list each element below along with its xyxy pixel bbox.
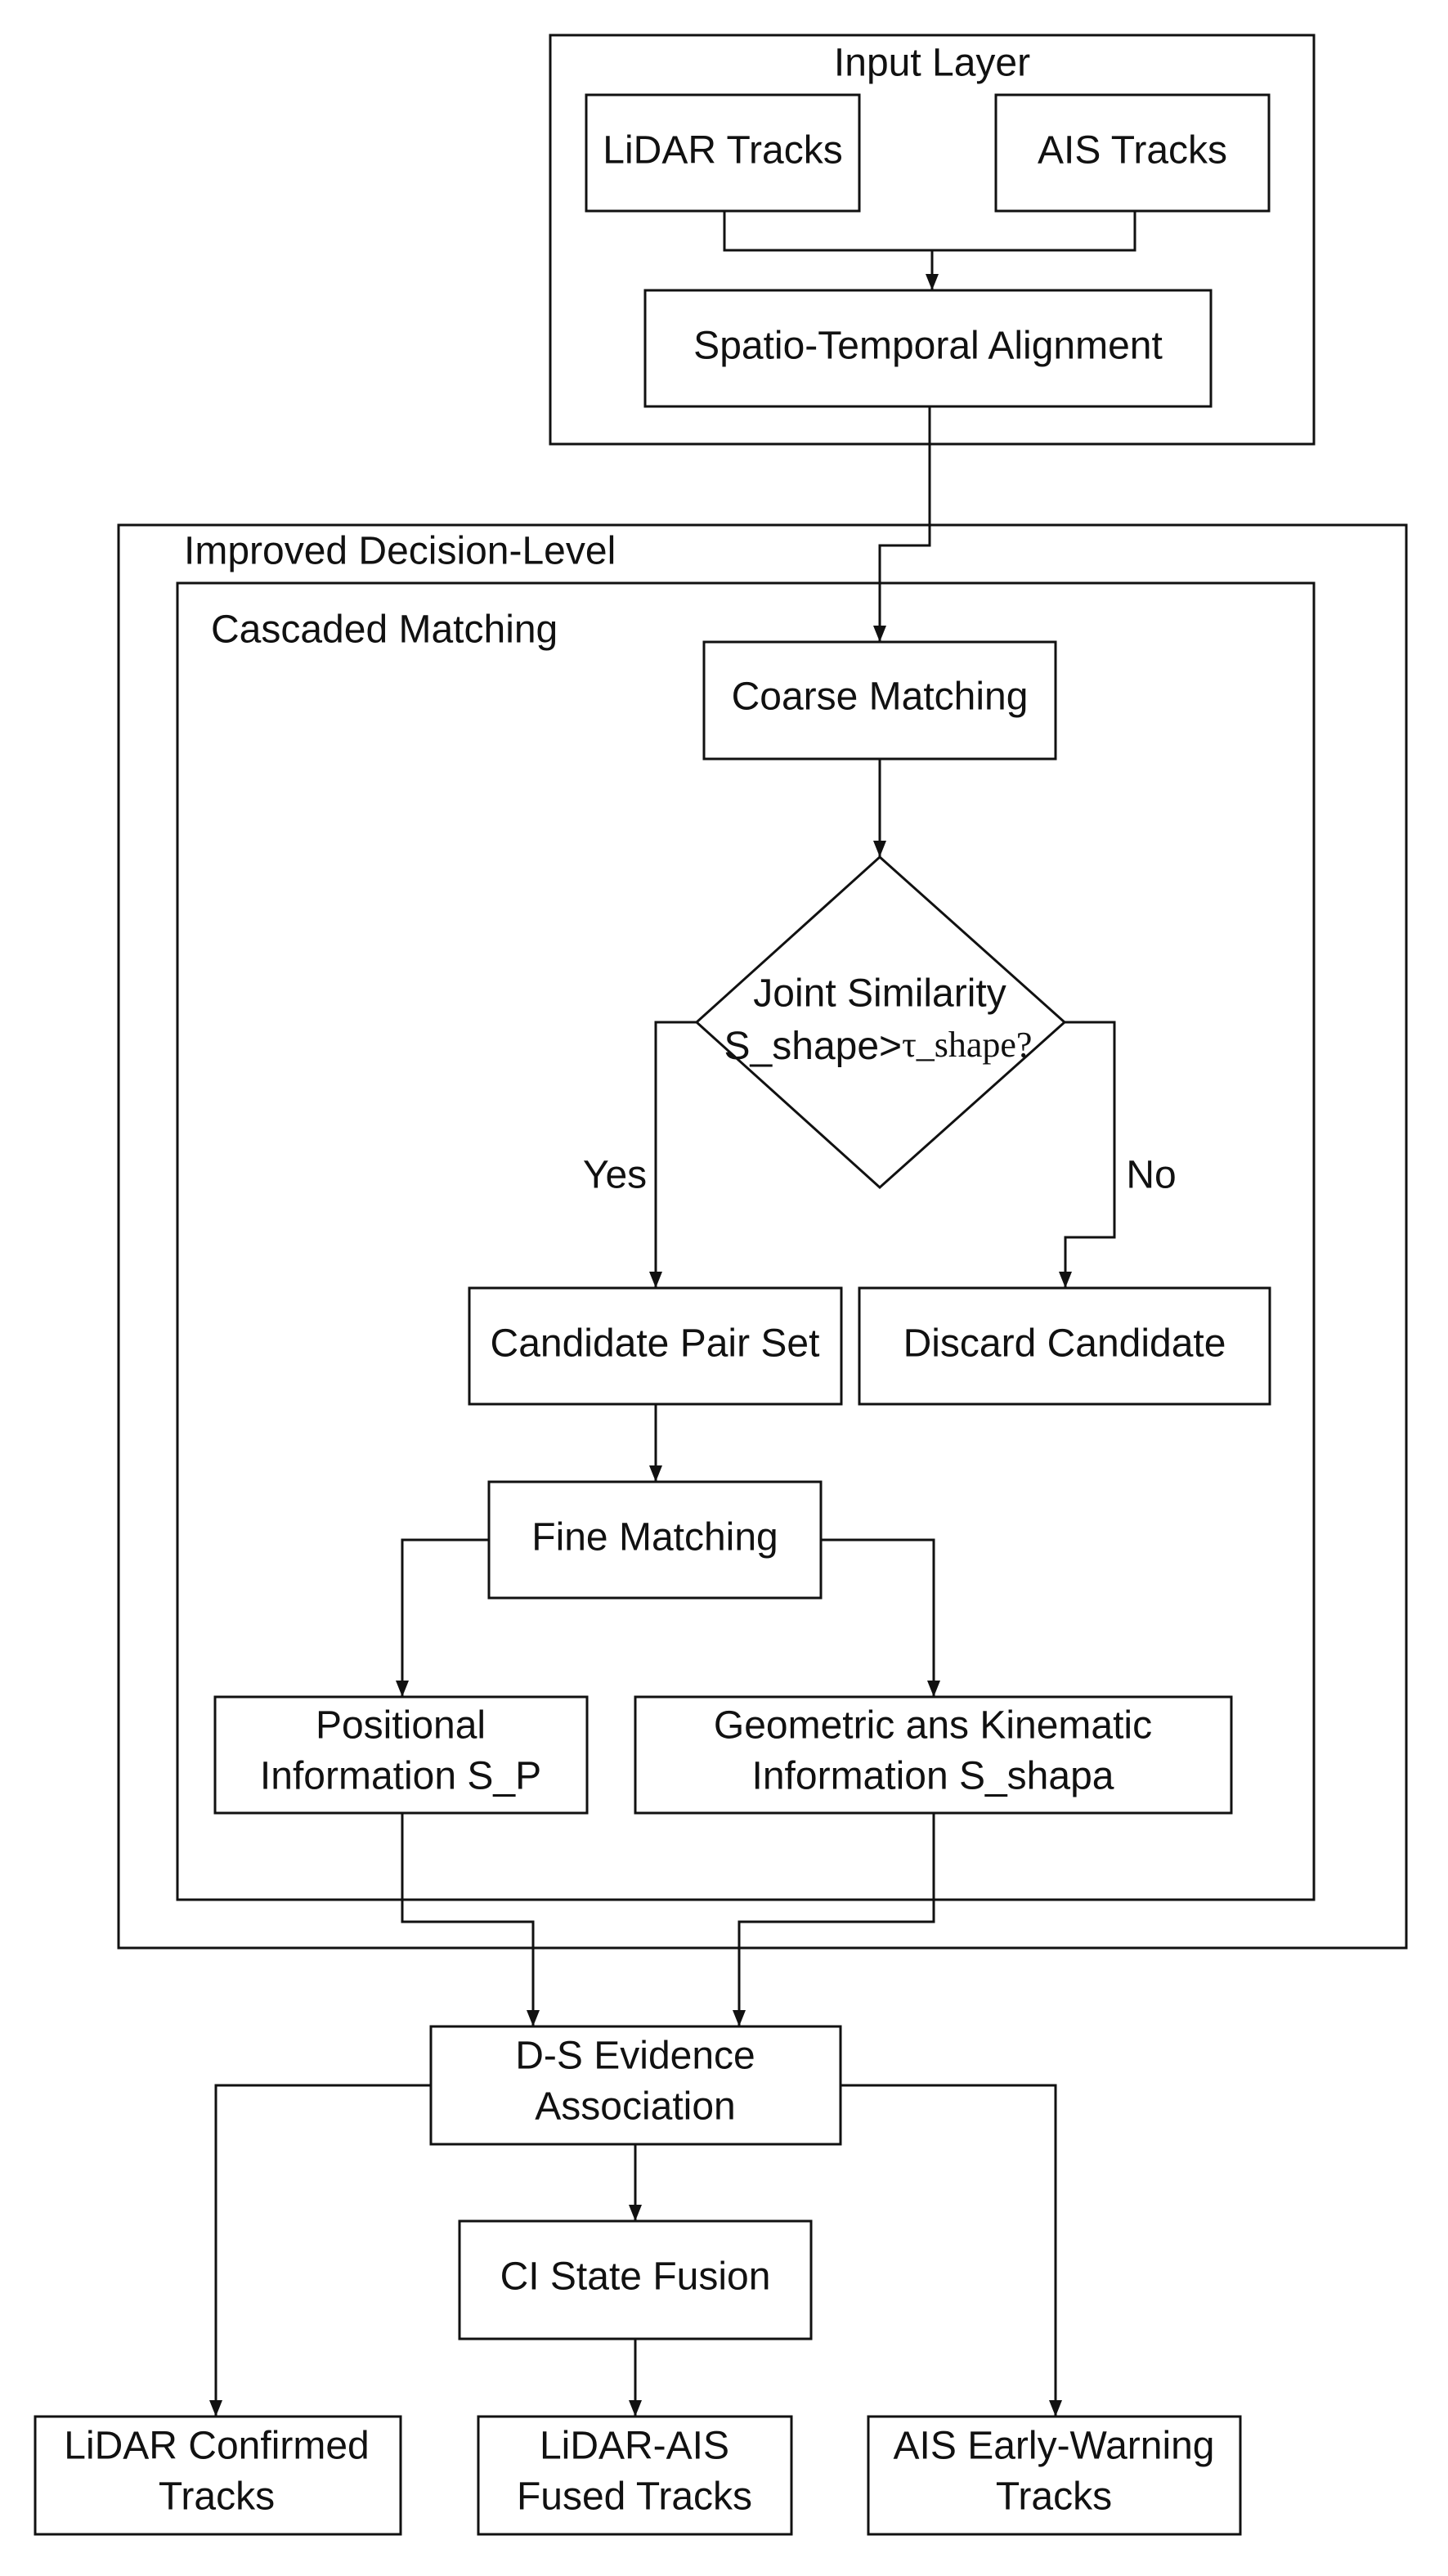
node-lidar-confirmed-line2: Tracks bbox=[159, 2475, 275, 2519]
node-lidar-confirmed-tracks[interactable]: LiDAR Confirmed Tracks bbox=[34, 2415, 402, 2536]
node-decision-condition: S_shape> bbox=[724, 1025, 903, 1068]
node-positional-line2: Information S_P bbox=[260, 1755, 541, 1798]
edge-ds-to-lidar-confirmed bbox=[209, 2084, 431, 2417]
node-ds-line1: D-S Evidence bbox=[515, 2035, 755, 2078]
edge-decision-no bbox=[1059, 1021, 1116, 1288]
node-geometric-kinematic-information[interactable]: Geometric ans Kinematic Information S_sh… bbox=[634, 1695, 1233, 1815]
node-ais-early-warning-line2: Tracks bbox=[996, 2475, 1112, 2519]
edge-alignment-to-coarse bbox=[873, 406, 931, 642]
node-fine-matching[interactable]: Fine Matching bbox=[487, 1480, 823, 1600]
node-spatio-temporal-alignment[interactable]: Spatio-Temporal Alignment bbox=[643, 289, 1213, 408]
node-candidate-pair-set-label: Candidate Pair Set bbox=[491, 1322, 820, 1366]
input-layer-title: Input Layer bbox=[834, 42, 1030, 85]
node-ais-early-warning-tracks[interactable]: AIS Early-Warning Tracks bbox=[867, 2415, 1242, 2536]
edge-positional-to-ds bbox=[401, 1813, 540, 2026]
node-lidar-ais-fused-line1: LiDAR-AIS bbox=[540, 2425, 729, 2468]
node-spatio-temporal-alignment-label: Spatio-Temporal Alignment bbox=[693, 325, 1163, 368]
cascaded-matching-title: Cascaded Matching bbox=[211, 608, 558, 652]
node-geometric-line1: Geometric ans Kinematic bbox=[714, 1704, 1152, 1748]
cascaded-matching-group: Cascaded Matching bbox=[176, 581, 1316, 1901]
node-geometric-line2: Information S_shapa bbox=[752, 1755, 1114, 1798]
input-layer-group: Input Layer bbox=[549, 34, 1316, 446]
edge-label-yes: Yes bbox=[583, 1154, 647, 1197]
node-ais-early-warning-line1: AIS Early-Warning bbox=[894, 2425, 1215, 2468]
edge-ais-to-alignment bbox=[932, 211, 1136, 252]
node-lidar-ais-fused-tracks[interactable]: LiDAR-AIS Fused Tracks bbox=[477, 2415, 793, 2536]
node-decision-line2: S_shape>τ_shape? bbox=[724, 1025, 1033, 1068]
edges bbox=[209, 211, 1136, 2417]
node-coarse-matching-label: Coarse Matching bbox=[732, 675, 1029, 719]
node-ci-state-fusion-label: CI State Fusion bbox=[500, 2255, 771, 2299]
node-decision-line1: Joint Similarity bbox=[753, 972, 1006, 1016]
edge-ds-to-ais-warning bbox=[841, 2084, 1062, 2417]
node-ds-line2: Association bbox=[535, 2085, 735, 2129]
node-ais-tracks-label: AIS Tracks bbox=[1038, 129, 1227, 173]
edge-fine-to-positional bbox=[396, 1538, 489, 1697]
node-ais-tracks[interactable]: AIS Tracks bbox=[994, 93, 1271, 213]
improved-decision-level-title: Improved Decision-Level bbox=[184, 530, 616, 573]
node-decision-threshold: τ_shape? bbox=[902, 1025, 1032, 1065]
edge-decision-yes bbox=[649, 1021, 697, 1288]
node-positional-line1: Positional bbox=[316, 1704, 486, 1748]
node-positional-information[interactable]: Positional Information S_P bbox=[213, 1695, 589, 1815]
edge-lidar-to-alignment bbox=[723, 211, 932, 252]
edge-geometric-to-ds bbox=[733, 1813, 935, 2026]
node-candidate-pair-set[interactable]: Candidate Pair Set bbox=[468, 1286, 843, 1406]
node-discard-candidate[interactable]: Discard Candidate bbox=[858, 1286, 1271, 1406]
node-discard-candidate-label: Discard Candidate bbox=[903, 1322, 1226, 1366]
node-lidar-ais-fused-line2: Fused Tracks bbox=[517, 2475, 752, 2519]
node-coarse-matching[interactable]: Coarse Matching bbox=[702, 640, 1057, 761]
improved-decision-level-group: Improved Decision-Level bbox=[117, 523, 1408, 1950]
node-lidar-tracks[interactable]: LiDAR Tracks bbox=[585, 93, 861, 213]
edge-label-no: No bbox=[1126, 1154, 1176, 1197]
node-ci-state-fusion[interactable]: CI State Fusion bbox=[458, 2219, 813, 2340]
node-fine-matching-label: Fine Matching bbox=[531, 1516, 778, 1560]
edge-fine-to-geometric bbox=[821, 1538, 940, 1697]
node-decision-joint-similarity[interactable]: Joint Similarity S_shape>τ_shape? bbox=[694, 855, 1067, 1190]
node-lidar-confirmed-line1: LiDAR Confirmed bbox=[64, 2425, 369, 2468]
node-ds-evidence-association[interactable]: D-S Evidence Association bbox=[429, 2025, 842, 2146]
node-lidar-tracks-label: LiDAR Tracks bbox=[603, 129, 842, 173]
